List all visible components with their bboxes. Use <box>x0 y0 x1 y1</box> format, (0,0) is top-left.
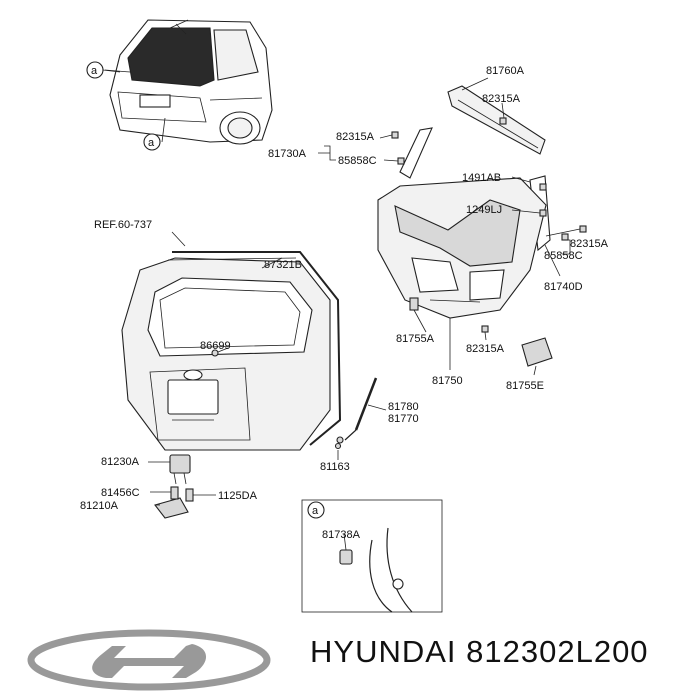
label-1249lj: 1249LJ <box>466 204 502 216</box>
callout-circle-a-1: a <box>86 61 104 79</box>
tailgate-exploded-diagram: a a <box>80 19 609 613</box>
label-81210a: 81210A <box>80 500 119 512</box>
bolt-81456c <box>170 486 179 500</box>
lock-assembly-81230a <box>169 454 191 485</box>
label-81760a: 81760A <box>486 65 525 77</box>
label-81740d: 81740D <box>544 281 583 293</box>
label-82315a-left: 82315A <box>336 131 375 143</box>
clips <box>391 117 587 333</box>
leader-lines <box>102 69 581 551</box>
brand-name: HYUNDAI <box>310 634 457 669</box>
label-81230a: 81230A <box>101 456 140 468</box>
bolt-1125da <box>185 488 194 502</box>
label-81163: 81163 <box>320 461 350 473</box>
label-81750: 81750 <box>432 375 463 387</box>
callout-circle-a-2: a <box>143 133 161 151</box>
label-85858c-right: 85858C <box>544 250 583 262</box>
callout-a-2-text: a <box>148 137 155 149</box>
label-81755e: 81755E <box>506 380 544 392</box>
label-82315a-right: 82315A <box>570 238 609 250</box>
cover-81755e <box>521 337 553 367</box>
label-81780: 81780 <box>388 401 419 413</box>
label-82315a-bottom: 82315A <box>466 343 505 355</box>
striker-81210a <box>154 497 189 519</box>
callout-a-1-text: a <box>91 65 98 77</box>
label-1491ab: 1491AB <box>462 172 501 184</box>
vehicle-rear-illustration <box>104 19 273 145</box>
brand-part-number: HYUNDAI 812302L200 <box>310 634 700 684</box>
label-81456c: 81456C <box>101 487 140 499</box>
lower-trim-81750 <box>377 177 547 319</box>
callout-a-3-text: a <box>312 505 319 517</box>
tailgate-panel <box>121 257 331 451</box>
gas-strut-81780 <box>336 377 378 444</box>
label-81770: 81770 <box>388 413 419 425</box>
part-number: 812302L200 <box>466 634 649 669</box>
ball-stud-81163 <box>334 442 342 450</box>
detail-box-a: a <box>301 499 443 613</box>
label-82315a-top: 82315A <box>482 93 521 105</box>
label-81730a: 81730A <box>268 148 307 160</box>
label-86699: 86699 <box>200 340 231 352</box>
label-87321b: 87321B <box>264 259 302 271</box>
handle-81755a <box>409 297 419 311</box>
label-81738a: 81738A <box>322 529 361 541</box>
label-1125da: 1125DA <box>218 490 258 502</box>
side-trim-81730a <box>399 127 433 179</box>
callout-labels: REF.60-737 87321B 86699 81230A 81456C 81… <box>80 65 609 541</box>
weatherstrip-87321b <box>167 251 342 446</box>
upper-trim-81760a <box>447 85 546 155</box>
label-ref-60-737: REF.60-737 <box>94 219 152 231</box>
screw-86699 <box>211 349 219 357</box>
label-81755a: 81755A <box>396 333 435 345</box>
label-85858c-left: 85858C <box>338 155 377 167</box>
hyundai-logo <box>27 629 271 691</box>
